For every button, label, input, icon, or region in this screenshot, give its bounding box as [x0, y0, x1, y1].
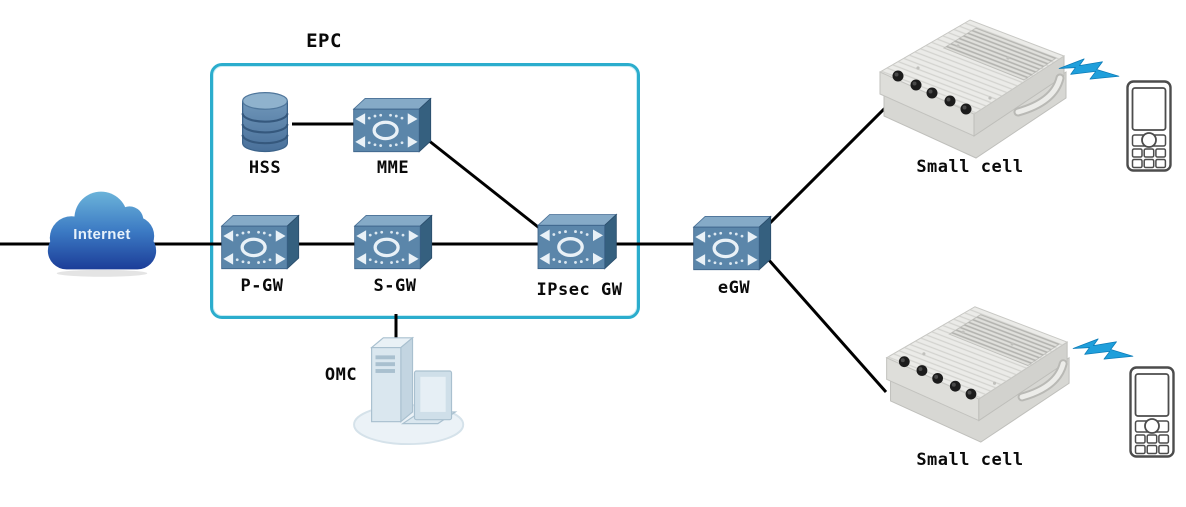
- ipsec-gw-router-icon: [536, 212, 620, 272]
- egw-label: eGW: [717, 278, 751, 298]
- omc-label: OMC: [324, 365, 358, 385]
- epc-group-label: EPC: [306, 30, 342, 52]
- epc-group-box: [210, 63, 640, 319]
- small-cell-2-label: Small cell: [916, 450, 1024, 470]
- sgw-router-icon: [353, 213, 435, 272]
- flash-arrow-1-icon: [1058, 56, 1120, 83]
- hss-label: HSS: [248, 158, 282, 178]
- link-mme-ipsecgw: [427, 138, 553, 240]
- ipsec-gw-label: IPsec GW: [536, 280, 623, 300]
- mobile-phone-2-icon: [1129, 366, 1175, 458]
- internet-label: Internet: [73, 226, 131, 243]
- small-cell-2-unit-icon: [863, 293, 1078, 448]
- hss-database-icon: [236, 90, 294, 155]
- small-cell-1-unit-icon: [858, 6, 1073, 164]
- small-cell-1-label: Small cell: [916, 157, 1024, 177]
- pgw-label: P-GW: [240, 276, 284, 296]
- flash-arrow-2-icon: [1072, 336, 1134, 363]
- mobile-phone-1-icon: [1126, 80, 1172, 172]
- mme-router-icon: [352, 96, 434, 155]
- node-internet: Internet: [38, 186, 166, 278]
- link-egw-smallcell1: [758, 101, 892, 235]
- mme-label: MME: [376, 158, 410, 178]
- omc-workstation-icon: [348, 332, 480, 447]
- pgw-router-icon: [220, 213, 302, 272]
- sgw-label: S-GW: [373, 276, 417, 296]
- link-egw-smallcell2: [758, 249, 888, 393]
- egw-router-icon: [692, 214, 774, 273]
